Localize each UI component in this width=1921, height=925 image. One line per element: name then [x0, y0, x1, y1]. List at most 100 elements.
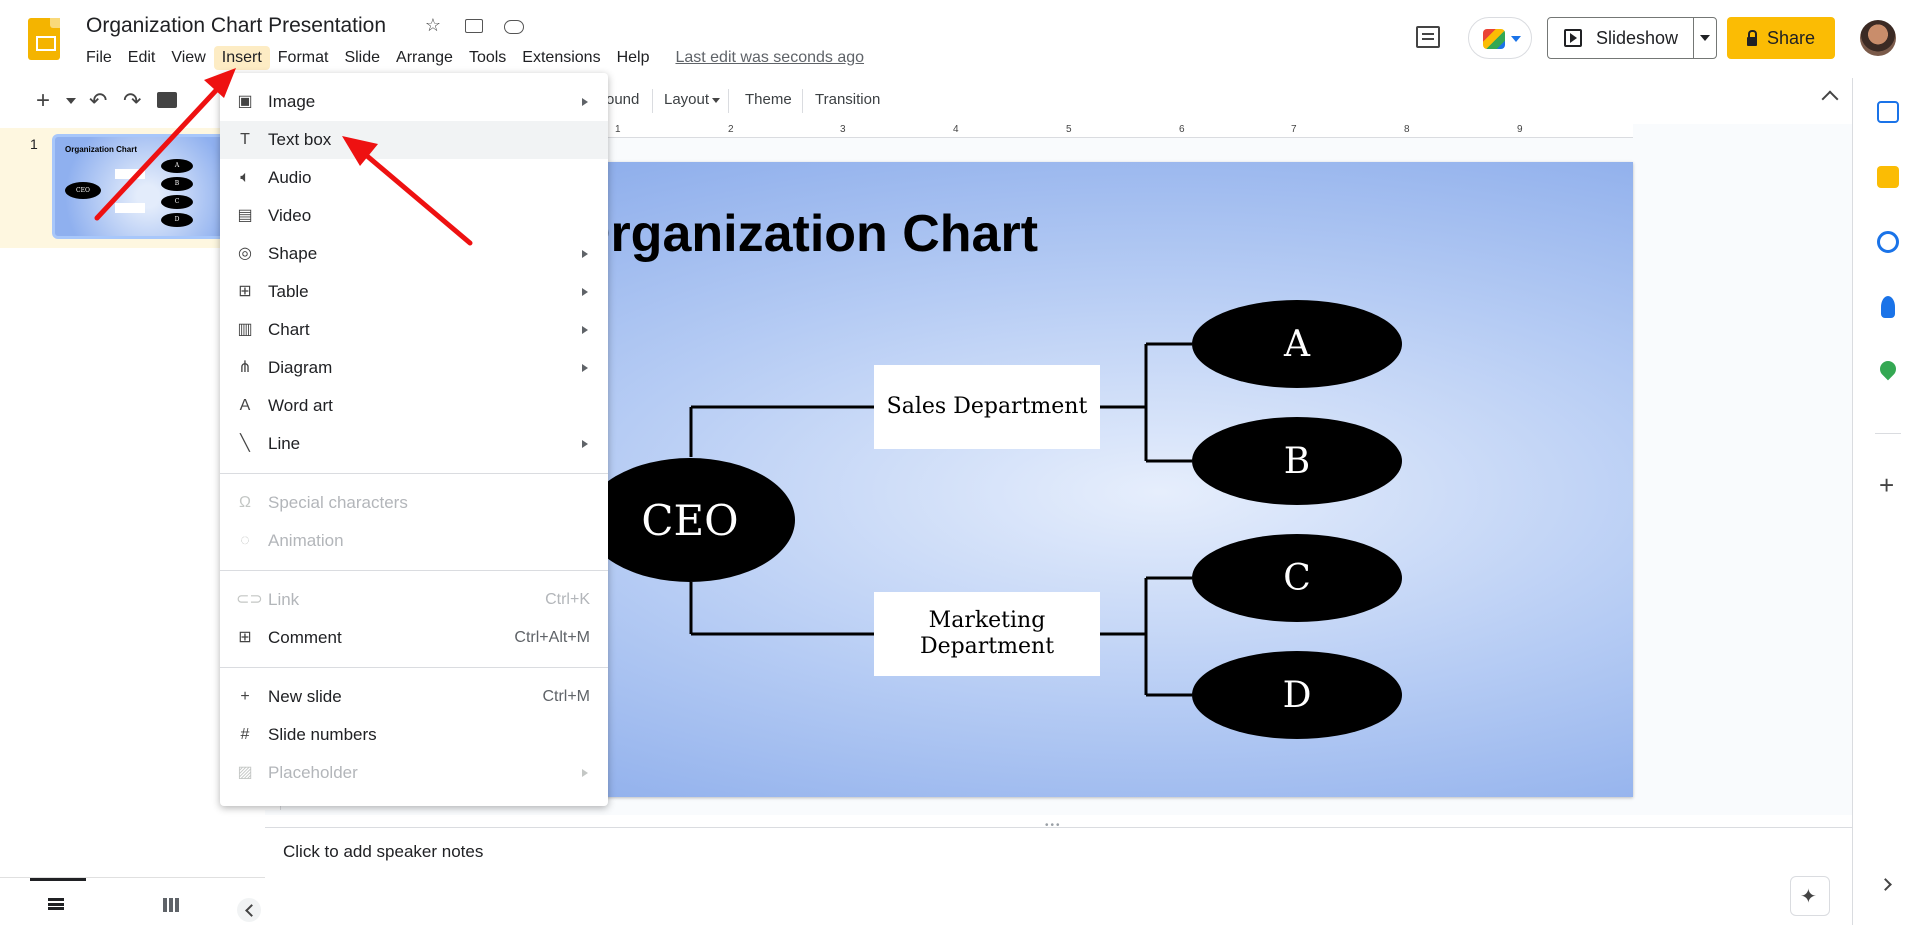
link-icon: ⊂⊃: [236, 591, 263, 608]
slide-title[interactable]: Organization Chart: [570, 205, 1039, 263]
menu-format[interactable]: Format: [277, 49, 329, 66]
insert-word-art[interactable]: A Word art: [220, 387, 608, 425]
thumbnail-b-oval: B: [161, 177, 193, 191]
marketing-line-2: Department: [919, 634, 1055, 659]
insert-slide-numbers[interactable]: # Slide numbers: [220, 716, 608, 754]
menu-help[interactable]: Help: [616, 49, 650, 66]
new-slide-chevron-icon[interactable]: [66, 98, 76, 104]
insert-animation[interactable]: ◌ Animation: [220, 522, 608, 560]
transition-button[interactable]: Transition: [815, 91, 881, 108]
background-button[interactable]: ound: [606, 91, 640, 108]
side-panel-divider: [1875, 433, 1901, 434]
slideshow-divider: [1693, 18, 1694, 58]
share-button[interactable]: Share: [1727, 17, 1835, 59]
insert-audio[interactable]: 🔈︎ Audio: [220, 159, 608, 197]
calendar-icon[interactable]: [1877, 101, 1899, 123]
menu-file[interactable]: File: [86, 49, 112, 66]
insert-image[interactable]: ▣ Image: [220, 83, 608, 121]
node-b[interactable]: B: [1192, 417, 1402, 505]
menu-view[interactable]: View: [171, 49, 206, 66]
node-d[interactable]: D: [1192, 651, 1402, 739]
filmstrip-view-icon[interactable]: [48, 898, 64, 910]
slide-thumbnail[interactable]: Organization Chart CEO A B C D: [52, 134, 227, 239]
menu-arrange[interactable]: Arrange: [396, 49, 453, 66]
thumbnail-a-oval: A: [161, 159, 193, 173]
insert-link[interactable]: ⊂⊃ Link Ctrl+K: [220, 581, 608, 619]
insert-placeholder-label: Placeholder: [268, 763, 358, 782]
insert-special-characters[interactable]: Ω Special characters: [220, 484, 608, 522]
theme-button[interactable]: Theme: [745, 91, 792, 108]
star-icon[interactable]: ☆: [424, 15, 442, 35]
print-icon[interactable]: [157, 92, 177, 108]
link-shortcut: Ctrl+K: [545, 591, 590, 608]
sales-department-node[interactable]: Sales Department: [874, 365, 1100, 449]
insert-shape[interactable]: ◎ Shape: [220, 235, 608, 273]
insert-slide-numbers-label: Slide numbers: [268, 725, 377, 744]
insert-diagram[interactable]: ⋔ Diagram: [220, 349, 608, 387]
marketing-department-node[interactable]: Marketing Department: [874, 592, 1100, 676]
submenu-arrow-icon: [582, 288, 588, 296]
slides-logo-icon[interactable]: [28, 18, 60, 60]
insert-video[interactable]: ▤ Video: [220, 197, 608, 235]
layout-chevron-icon[interactable]: [712, 98, 720, 103]
show-side-panel-chevron-icon[interactable]: [1879, 878, 1892, 891]
filmstrip-view-switcher: [0, 877, 265, 925]
menu-edit[interactable]: Edit: [127, 49, 156, 66]
insert-menu-dropdown: ▣ Image T Text box 🔈︎ Audio ▤ Video ◎ Sh…: [220, 73, 608, 806]
insert-table[interactable]: ⊞ Table: [220, 273, 608, 311]
insert-comment-label: Comment: [268, 628, 342, 647]
speaker-notes[interactable]: Click to add speaker notes: [265, 827, 1852, 925]
toolbar-separator: [802, 89, 803, 113]
insert-new-slide[interactable]: + New slide Ctrl+M: [220, 678, 608, 716]
menu-extensions[interactable]: Extensions: [522, 49, 601, 66]
comment-history-icon[interactable]: [1416, 26, 1440, 48]
maps-icon[interactable]: [1876, 357, 1900, 381]
lock-icon: [1746, 29, 1757, 46]
layout-button[interactable]: Layout: [664, 91, 710, 108]
avatar[interactable]: [1860, 20, 1896, 56]
node-c[interactable]: C: [1192, 534, 1402, 622]
menu-tools[interactable]: Tools: [468, 49, 507, 66]
insert-chart[interactable]: ▥ Chart: [220, 311, 608, 349]
add-addon-plus-icon[interactable]: +: [1879, 470, 1895, 500]
explore-sparkle-icon[interactable]: [1790, 876, 1830, 916]
insert-diagram-label: Diagram: [268, 358, 333, 377]
redo-icon[interactable]: ↷: [123, 88, 142, 113]
menu-slide[interactable]: Slide: [344, 49, 381, 66]
marketing-line-1: Marketing: [928, 608, 1046, 633]
insert-link-label: Link: [268, 590, 300, 609]
ceo-node[interactable]: CEO: [585, 458, 795, 582]
submenu-arrow-icon: [582, 98, 588, 106]
ruler-tick: 8: [1404, 124, 1410, 135]
collapse-toolbar-icon[interactable]: [1821, 90, 1839, 108]
speaker-notes-placeholder[interactable]: Click to add speaker notes: [283, 842, 484, 861]
notes-resize-handle[interactable]: •••: [1045, 820, 1062, 831]
folder-move-icon[interactable]: [462, 14, 484, 36]
hide-filmstrip-chevron-icon[interactable]: [237, 898, 261, 922]
document-title[interactable]: Organization Chart Presentation: [86, 14, 386, 37]
cloud-saved-icon[interactable]: [502, 14, 524, 36]
horizontal-ruler[interactable]: 1 2 3 4 5 6 7 8 9: [595, 124, 1633, 138]
insert-text-box[interactable]: T Text box: [220, 121, 608, 159]
node-a[interactable]: A: [1192, 300, 1402, 388]
meet-icon: [1483, 29, 1505, 49]
tasks-icon[interactable]: [1877, 231, 1899, 253]
contacts-icon[interactable]: [1881, 296, 1895, 318]
slideshow-options-chevron-icon[interactable]: [1700, 35, 1710, 41]
meet-button[interactable]: [1468, 17, 1532, 59]
insert-video-label: Video: [268, 206, 312, 225]
insert-comment[interactable]: ⊞ Comment Ctrl+Alt+M: [220, 619, 608, 657]
play-icon: [1564, 29, 1582, 47]
keep-icon[interactable]: [1877, 166, 1899, 188]
insert-line[interactable]: ╲ Line: [220, 425, 608, 463]
menu-insert[interactable]: Insert: [213, 46, 270, 70]
grid-view-icon[interactable]: [163, 898, 179, 912]
undo-icon[interactable]: ↶: [89, 88, 108, 113]
slideshow-button[interactable]: Slideshow: [1547, 17, 1717, 59]
insert-image-label: Image: [268, 92, 316, 111]
thumbnail-sales-box: [115, 169, 145, 179]
insert-placeholder[interactable]: ▨ Placeholder: [220, 754, 608, 792]
last-edit-link[interactable]: Last edit was seconds ago: [675, 49, 865, 66]
thumbnail-ceo-oval: CEO: [65, 182, 101, 199]
new-slide-plus-icon[interactable]: +: [36, 87, 51, 114]
